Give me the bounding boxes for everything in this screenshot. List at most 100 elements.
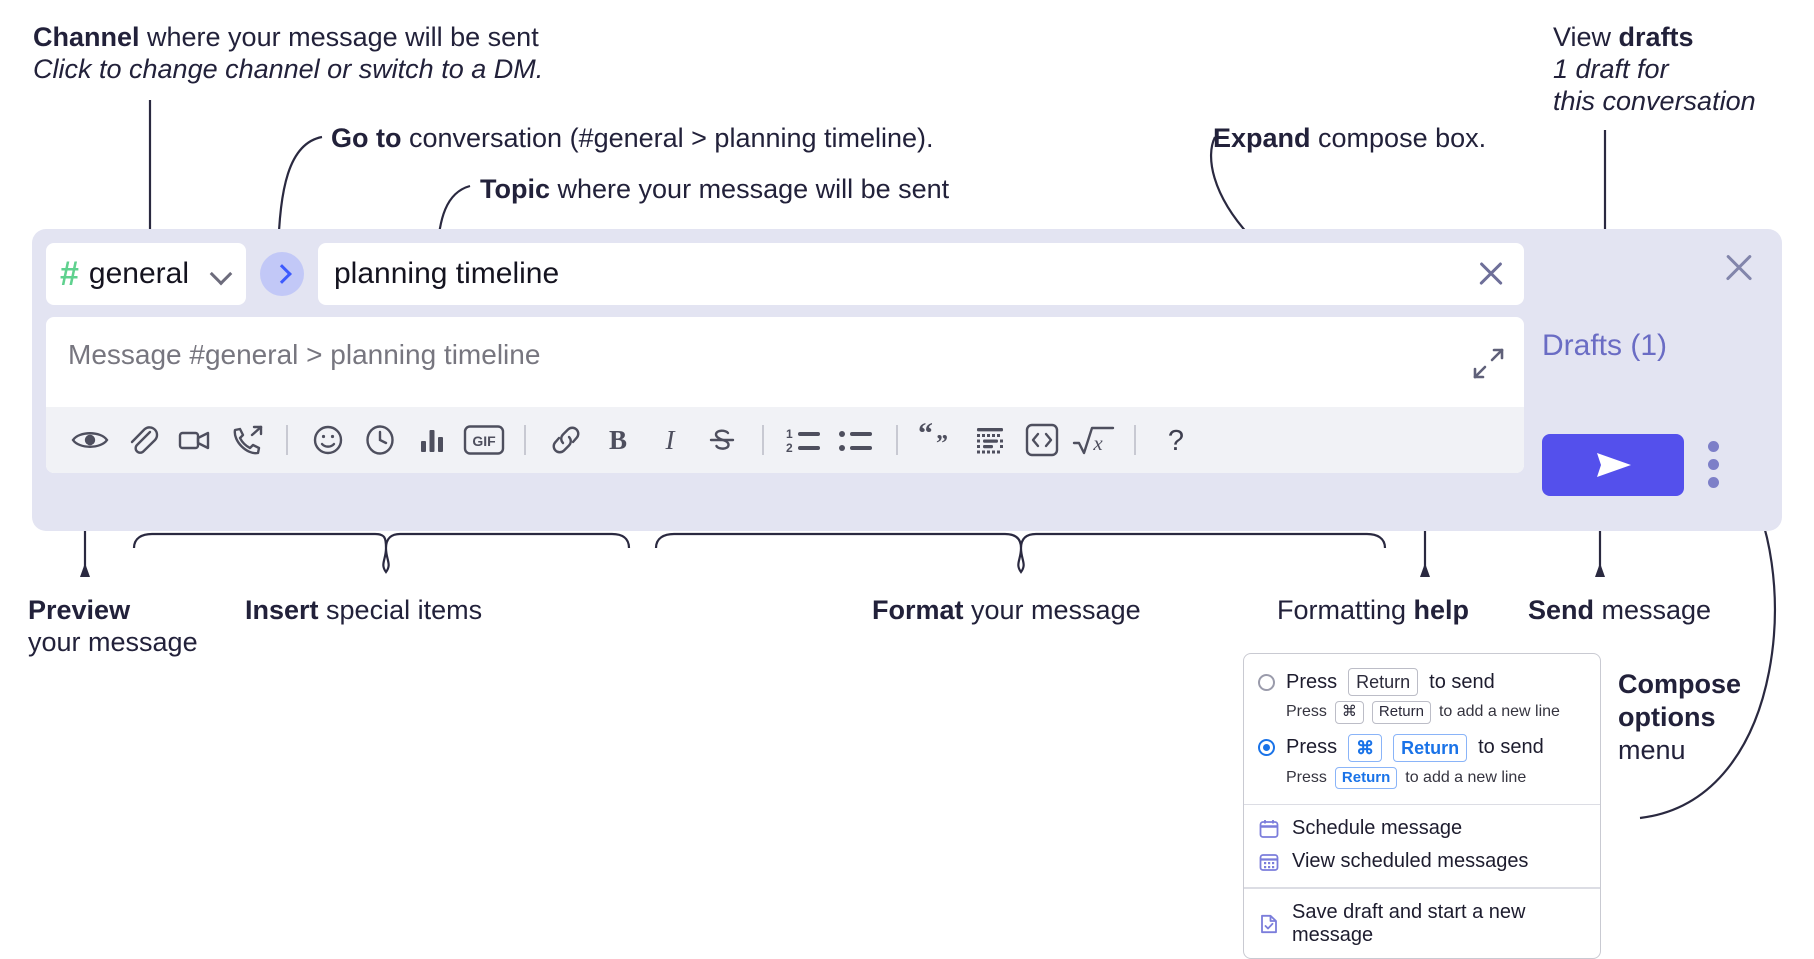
- svg-text:2: 2: [786, 441, 793, 455]
- link-icon[interactable]: [540, 414, 592, 466]
- radio-button-return[interactable]: [1258, 673, 1275, 691]
- strikethrough-icon[interactable]: [696, 414, 748, 466]
- annotation-compose-rest: menu: [1618, 734, 1686, 765]
- annotation-drafts-sub2: this conversation: [1553, 85, 1756, 116]
- key-return: Return: [1334, 766, 1398, 790]
- compose-options-button[interactable]: [1708, 441, 1720, 489]
- video-icon[interactable]: [168, 414, 220, 466]
- chevron-right-icon: [275, 267, 289, 281]
- svg-text:GIF: GIF: [472, 433, 496, 449]
- compose-options-menu: Press Return to send Press ⌘ Return to a…: [1243, 653, 1601, 959]
- save-draft-icon: [1258, 913, 1280, 935]
- hash-icon: #: [60, 255, 79, 293]
- annotation-send-rest: message: [1594, 595, 1712, 625]
- message-input-container: Message #general > planning timeline: [46, 317, 1524, 473]
- drafts-link[interactable]: Drafts (1): [1542, 329, 1668, 362]
- kebab-dot: [1708, 459, 1719, 470]
- annotation-topic-rest: where your message will be sent: [550, 174, 950, 204]
- math-icon[interactable]: x: [1068, 414, 1120, 466]
- annotation-help: Formatting help: [1277, 595, 1469, 627]
- menu-item-schedule-message[interactable]: Schedule message: [1244, 812, 1600, 845]
- opt2-post: to send: [1478, 736, 1544, 759]
- key-command: ⌘: [1334, 701, 1364, 724]
- message-placeholder: Message #general > planning timeline: [68, 339, 541, 370]
- annotation-topic-bold: Topic: [480, 174, 550, 204]
- attachment-icon[interactable]: [116, 414, 168, 466]
- key-return: Return: [1371, 701, 1431, 724]
- menu-item-view-scheduled[interactable]: View scheduled messages: [1244, 845, 1600, 878]
- audio-call-icon[interactable]: [220, 414, 272, 466]
- bold-icon[interactable]: B: [592, 414, 644, 466]
- annotation-drafts: View drafts 1 draft for this conversatio…: [1553, 22, 1756, 118]
- annotation-preview-sub: your message: [28, 626, 198, 657]
- inline-code-icon[interactable]: [1016, 414, 1068, 466]
- opt2-sub-pre: Press: [1286, 768, 1327, 786]
- topic-input[interactable]: planning timeline: [318, 243, 1524, 305]
- opt1-post: to send: [1429, 670, 1495, 693]
- opt1-sub-pre: Press: [1286, 703, 1327, 721]
- key-command: ⌘: [1348, 733, 1383, 762]
- send-button[interactable]: [1542, 434, 1684, 496]
- key-return: Return: [1348, 668, 1419, 697]
- annotation-send-bold: Send: [1528, 595, 1595, 625]
- emoji-icon[interactable]: [302, 414, 354, 466]
- toolbar-separator: [524, 425, 526, 455]
- annotation-channel: Channel where your message will be sent …: [33, 22, 543, 86]
- toolbar-separator: [286, 425, 288, 455]
- compose-box: # general planning timeline Message #gen…: [32, 229, 1782, 531]
- send-option-cmd-return[interactable]: Press ⌘ Return to send Press Return to a…: [1244, 730, 1600, 796]
- menu-divider: [1244, 804, 1600, 806]
- annotation-send: Send message: [1528, 595, 1711, 627]
- channel-selector[interactable]: # general: [46, 243, 246, 305]
- svg-text:”: ”: [936, 431, 948, 457]
- key-return: Return: [1393, 733, 1468, 762]
- poll-icon[interactable]: [406, 414, 458, 466]
- calendar-icon: [1258, 818, 1280, 840]
- message-input[interactable]: Message #general > planning timeline: [46, 317, 1524, 407]
- close-icon[interactable]: [1474, 257, 1508, 291]
- annotation-channel-sub: Click to change channel or switch to a D…: [33, 53, 544, 84]
- annotation-help-pre: Formatting: [1277, 595, 1414, 625]
- svg-text:1: 1: [786, 427, 793, 441]
- annotation-compose-bold2: options: [1618, 701, 1716, 732]
- formatting-toolbar: GIF B: [46, 407, 1524, 473]
- annotation-compose-options: Compose options menu: [1618, 668, 1798, 767]
- preview-icon[interactable]: [64, 414, 116, 466]
- radio-button-cmd-return[interactable]: [1258, 739, 1275, 757]
- expand-icon[interactable]: [1472, 347, 1504, 379]
- annotation-expand-bold: Expand: [1213, 123, 1311, 153]
- ordered-list-icon[interactable]: 1 2: [778, 414, 830, 466]
- opt1-pre: Press: [1286, 670, 1338, 693]
- menu-item-schedule-message-label: Schedule message: [1292, 817, 1463, 840]
- annotation-drafts-sub1: 1 draft for: [1553, 53, 1669, 84]
- help-icon[interactable]: ?: [1150, 414, 1202, 466]
- annotation-goto: Go to conversation (#general > planning …: [331, 123, 934, 155]
- svg-text:x: x: [1092, 431, 1103, 455]
- annotation-format: Format your message: [872, 595, 1141, 627]
- topic-value: planning timeline: [334, 257, 560, 290]
- close-icon[interactable]: [1720, 249, 1758, 287]
- svg-text:?: ?: [1168, 425, 1184, 457]
- goto-conversation-button[interactable]: [260, 252, 304, 296]
- clock-icon[interactable]: [354, 414, 406, 466]
- bulleted-list-icon[interactable]: [830, 414, 882, 466]
- toolbar-separator: [896, 425, 898, 455]
- calendar-grid-icon: [1258, 851, 1280, 873]
- code-block-icon[interactable]: [964, 414, 1016, 466]
- chevron-down-icon: [212, 264, 232, 284]
- send-option-cmd-return-sub: Press Return to add a new line: [1286, 766, 1586, 790]
- italic-icon[interactable]: I: [644, 414, 696, 466]
- annotation-expand: Expand compose box.: [1213, 123, 1486, 155]
- annotation-goto-bold: Go to: [331, 123, 402, 153]
- opt1-sub-post: to add a new line: [1438, 703, 1560, 721]
- opt2-pre: Press: [1286, 736, 1338, 759]
- compose-right-column: Drafts (1): [1528, 229, 1782, 531]
- channel-name: general: [88, 257, 189, 290]
- annotation-channel-rest: where your message will be sent: [139, 22, 539, 52]
- blockquote-icon[interactable]: “ ”: [912, 414, 964, 466]
- annotation-help-bold: help: [1413, 595, 1470, 625]
- send-option-return[interactable]: Press Return to send Press ⌘ Return to a…: [1244, 664, 1600, 730]
- send-option-return-sub: Press ⌘ Return to add a new line: [1286, 701, 1586, 724]
- menu-item-save-draft[interactable]: Save draft and start a new message: [1244, 896, 1600, 952]
- gif-icon[interactable]: GIF: [458, 414, 510, 466]
